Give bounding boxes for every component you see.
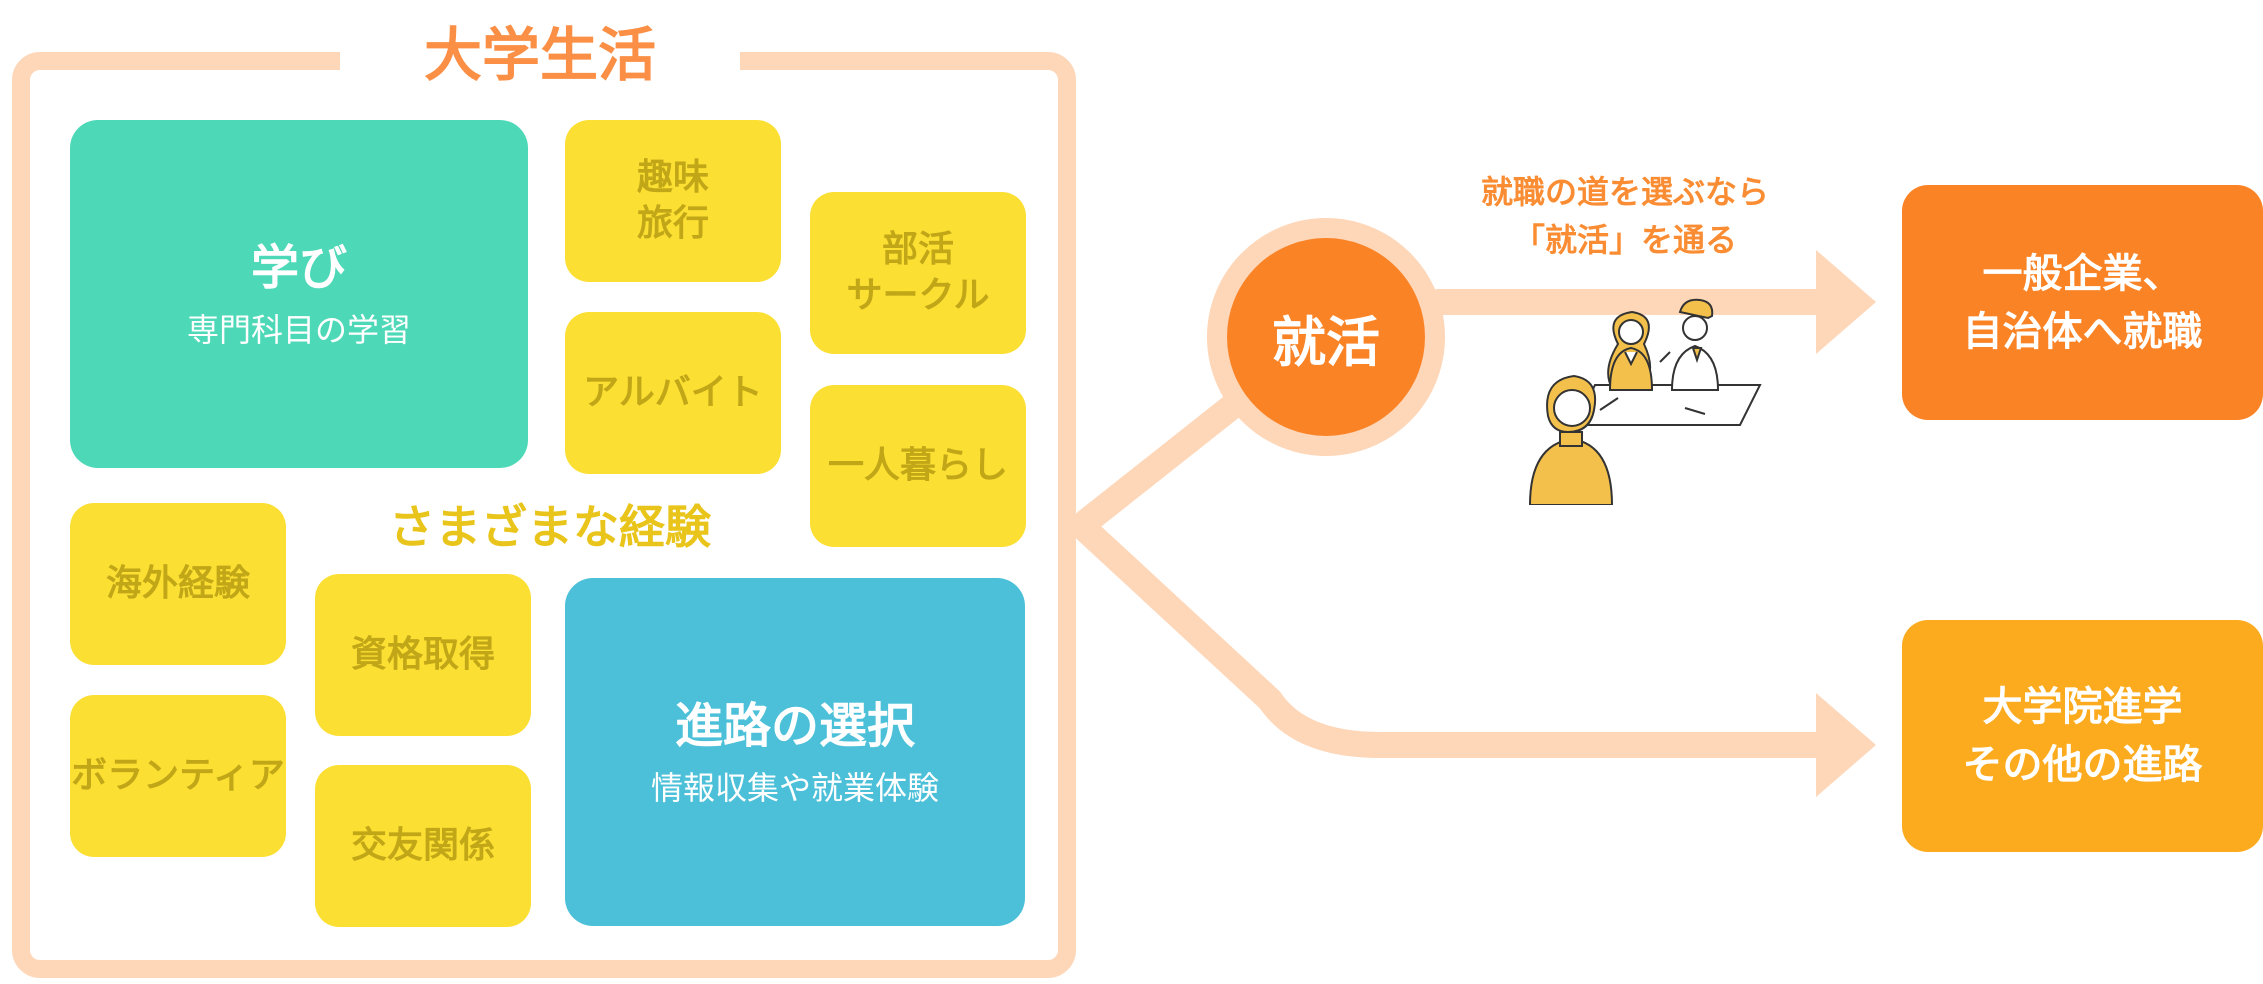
graduate-box: 大学院進学 その他の進路	[1902, 620, 2263, 852]
experiences-label: さまざまな経験	[389, 500, 711, 554]
employment-box: 一般企業、 自治体へ就職	[1902, 185, 2263, 420]
arrow-head-employment	[1816, 250, 1876, 354]
study-title: 学び	[250, 240, 347, 296]
arrow-head-graduate	[1816, 693, 1876, 797]
shukatsu-caption: 就職の道を選ぶなら 「就活」を通る	[1480, 173, 1769, 259]
club-circle-box: 部活 サークル	[810, 192, 1026, 354]
qualification-box: 資格取得	[315, 574, 531, 736]
parttime-box: アルバイト	[565, 312, 781, 474]
career-title: 進路の選択	[674, 698, 915, 754]
overseas-box: 海外経験	[70, 503, 286, 665]
branch-to-graduate	[1073, 517, 1843, 758]
volunteer-box: ボランティア	[70, 695, 286, 857]
job-interview-illustration	[1528, 298, 1762, 505]
frame-title: 大学生活	[340, 10, 740, 100]
living-alone-box: 一人暮らし	[810, 385, 1026, 547]
study-subtitle: 専門科目の学習	[186, 311, 411, 349]
career-box: 進路の選択 情報収集や就業体験	[565, 578, 1025, 926]
hobby-travel-box: 趣味 旅行	[565, 120, 781, 282]
friendship-box: 交友関係	[315, 765, 531, 927]
study-box: 学び 専門科目の学習	[70, 120, 528, 468]
career-subtitle: 情報収集や就業体験	[650, 769, 939, 807]
